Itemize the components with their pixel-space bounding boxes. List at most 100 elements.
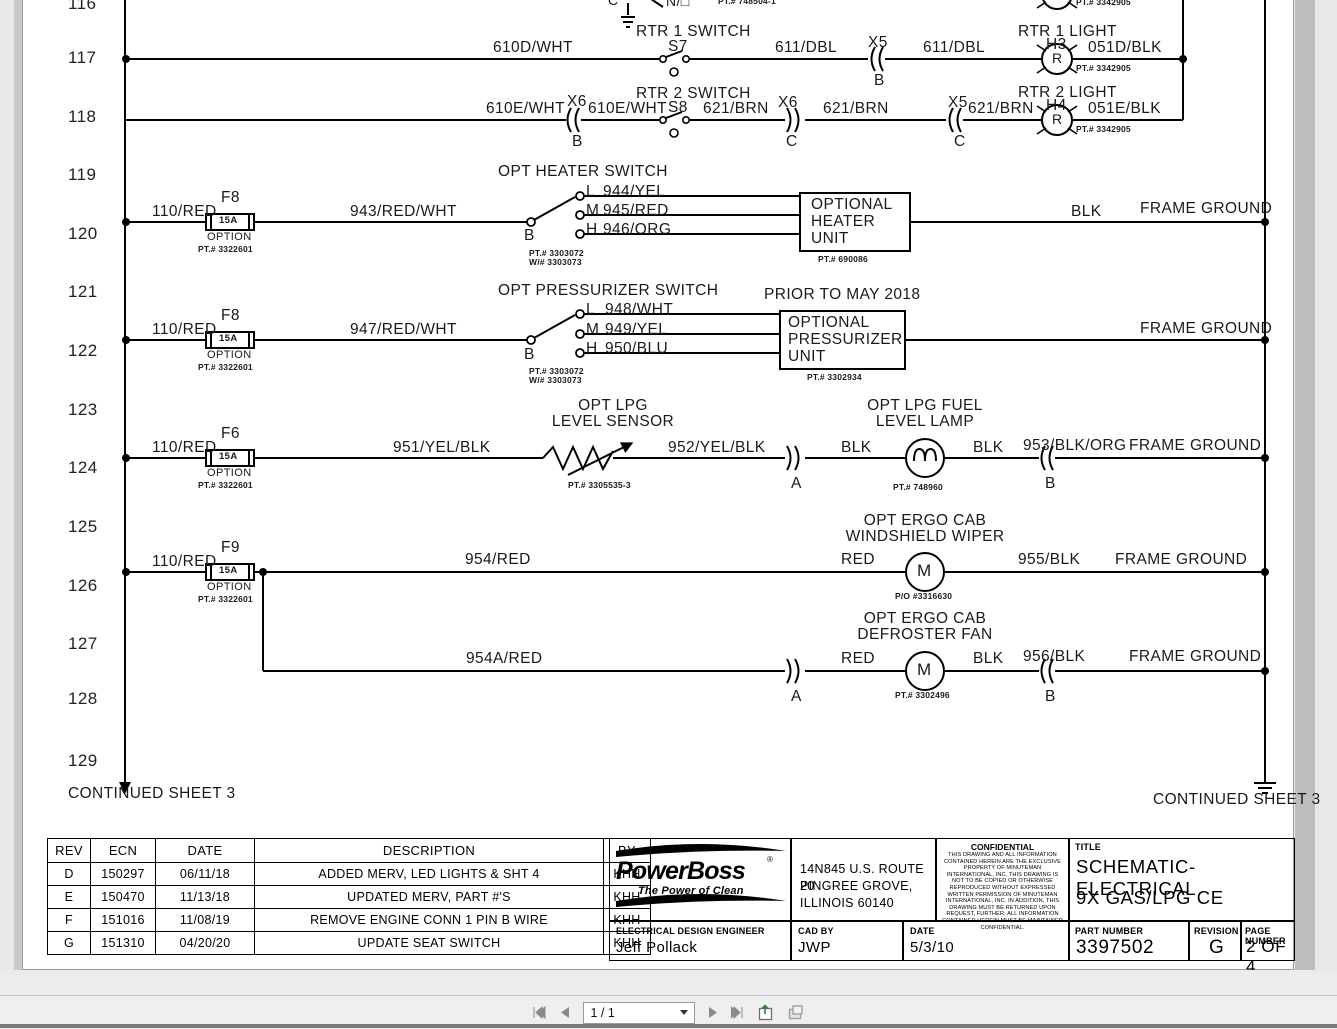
logo-text: PowerBoss xyxy=(616,857,746,885)
part-number: PT.# 3303072 xyxy=(529,366,584,376)
unit-label: UNIT xyxy=(788,348,826,365)
sensor-title: OPT LPG xyxy=(578,397,648,414)
right-gutter xyxy=(1295,0,1315,970)
chevron-down-icon[interactable] xyxy=(679,1009,688,1015)
cell-ecn: 150470 xyxy=(90,885,156,909)
drawing-sheet: 116 117 118 119 120 121 122 123 124 125 … xyxy=(22,0,1320,976)
wire-label: 946/ORG xyxy=(603,221,672,238)
connector-label: X5 xyxy=(948,94,968,111)
part-number: PT.# 3322601 xyxy=(198,362,253,372)
column-header-description: DESCRIPTION xyxy=(254,838,604,863)
wire-label: 610D/WHT xyxy=(493,39,573,56)
horizontal-scrollbar[interactable] xyxy=(0,1024,1337,1028)
revision-table: REV ECN DATE DESCRIPTION BY D 150297 06/… xyxy=(47,838,651,955)
connector-label: X6 xyxy=(778,94,798,111)
cell-rev: G xyxy=(47,931,91,955)
table-row: G 151310 04/20/20 UPDATE SEAT SWITCH KHH xyxy=(47,931,651,955)
cad-by-label: CAD BY xyxy=(798,926,834,936)
motor-title: WINDSHIELD WIPER xyxy=(845,528,1005,545)
switch-position-l: L xyxy=(586,183,596,200)
print-button[interactable] xyxy=(786,1003,807,1022)
connector-pin: A xyxy=(791,475,802,492)
part-number: PT.# 748504-1 xyxy=(718,0,776,6)
cad-by-cell: CAD BY JWP xyxy=(791,921,903,961)
export-button[interactable] xyxy=(756,1003,777,1022)
fuse-rating: 15A xyxy=(219,215,238,226)
cell-date: 04/20/20 xyxy=(155,931,255,955)
revision-value: G xyxy=(1209,937,1225,958)
part-number: PT.# 3342905 xyxy=(1076,63,1131,73)
terminal-c-label: C xyxy=(608,0,619,8)
confidential-heading: CONFIDENTIAL xyxy=(970,842,1035,852)
part-number-value: 3397502 xyxy=(1076,937,1155,958)
column-header-ecn: ECN xyxy=(90,838,156,863)
wire-number: W/# 3303073 xyxy=(529,375,582,385)
wire-label: 611/DBL xyxy=(775,39,837,56)
wire-label: BLK xyxy=(973,439,1004,456)
wire-label: 051E/BLK xyxy=(1088,100,1162,117)
wire-label: 051D/BLK xyxy=(1088,39,1162,56)
motor-symbol: M xyxy=(917,660,932,679)
switch-name: RTR 1 SWITCH xyxy=(636,23,751,40)
table-row: D 150297 06/11/18 ADDED MERV, LED LIGHTS… xyxy=(47,862,651,886)
column-header-date: DATE xyxy=(155,838,255,863)
switch-name: RTR 2 SWITCH xyxy=(636,85,751,102)
wire-label: 110/RED xyxy=(152,203,217,220)
address-line: PINGREE GROVE, xyxy=(800,879,913,893)
cell-date: 11/13/18 xyxy=(155,885,255,909)
wire-label: RED xyxy=(841,650,875,667)
revision-cell: REVISION G xyxy=(1189,921,1241,961)
row-number: 129 xyxy=(68,751,98,770)
lamp-title: LEVEL LAMP xyxy=(875,413,975,430)
wire-label: 956/BLK xyxy=(1023,648,1086,665)
fuse-ref: F9 xyxy=(221,539,240,556)
fuse-note: OPTION xyxy=(207,231,252,243)
part-number: PT.# 3305535-3 xyxy=(568,480,631,490)
page-number-label: PAGE NUMBER xyxy=(1245,926,1286,946)
unit-label: PRESSURIZER xyxy=(788,331,903,348)
ground-label: FRAME GROUND xyxy=(1129,437,1262,454)
wire-label: 110/RED xyxy=(152,439,217,456)
previous-page-button[interactable] xyxy=(557,1004,574,1021)
title-block: REV ECN DATE DESCRIPTION BY D 150297 06/… xyxy=(47,838,1295,976)
light-ref: H3 xyxy=(1046,36,1067,53)
motor-title: OPT ERGO CAB xyxy=(863,610,987,627)
part-number: PT.# 3342905 xyxy=(1076,0,1131,7)
connector-pin: B xyxy=(1045,688,1056,705)
connector-label: X5 xyxy=(868,34,888,51)
wire-label: 610E/WHT xyxy=(588,100,667,117)
part-number: PT.# 3322601 xyxy=(198,244,253,254)
cell-ecn: 151310 xyxy=(90,931,156,955)
last-page-button[interactable] xyxy=(730,1004,747,1021)
part-number: P/O #3316630 xyxy=(895,591,953,601)
switch-title: OPT PRESSURIZER SWITCH xyxy=(498,282,719,299)
fuse-rating: 15A xyxy=(219,451,238,462)
address-cell: 14N845 U.S. ROUTE 20 PINGREE GROVE, ILLI… xyxy=(791,838,936,921)
engineer-cell: ELECTRICAL DESIGN ENGINEER Jeff Pollack xyxy=(609,921,791,961)
unit-label: UNIT xyxy=(811,230,849,247)
light-name: RTR 1 LIGHT xyxy=(1018,23,1117,40)
lamp-symbol: R xyxy=(1052,111,1063,127)
engineer-value: Jeff Pollack xyxy=(616,939,698,956)
next-page-button[interactable] xyxy=(704,1004,721,1021)
row-number: 125 xyxy=(68,517,98,536)
table-row: F 151016 11/08/19 REMOVE ENGINE CONN 1 P… xyxy=(47,908,651,932)
page-select[interactable]: 1 / 1 xyxy=(582,1001,695,1024)
wire-label: 951/YEL/BLK xyxy=(393,439,491,456)
wire-label: 621/BRN xyxy=(968,100,1034,117)
switch-position-m: M xyxy=(586,321,600,338)
part-number: PT.# 3342905 xyxy=(1076,124,1131,134)
motor-title: DEFROSTER FAN xyxy=(857,626,993,643)
wire-label: 948/WHT xyxy=(605,301,674,318)
wire-label: 947/RED/WHT xyxy=(350,321,457,338)
part-number: PT.# 3322601 xyxy=(198,480,253,490)
first-page-button[interactable] xyxy=(531,1004,548,1021)
no-contact-label: N/□ xyxy=(666,0,690,9)
wire-label: BLK xyxy=(973,650,1004,667)
fuse-ref: F8 xyxy=(221,189,240,206)
row-number: 117 xyxy=(68,48,97,67)
fuse-ref: F8 xyxy=(221,307,240,324)
part-number: PT.# 748960 xyxy=(893,482,943,492)
switch-ref: S8 xyxy=(668,99,688,116)
